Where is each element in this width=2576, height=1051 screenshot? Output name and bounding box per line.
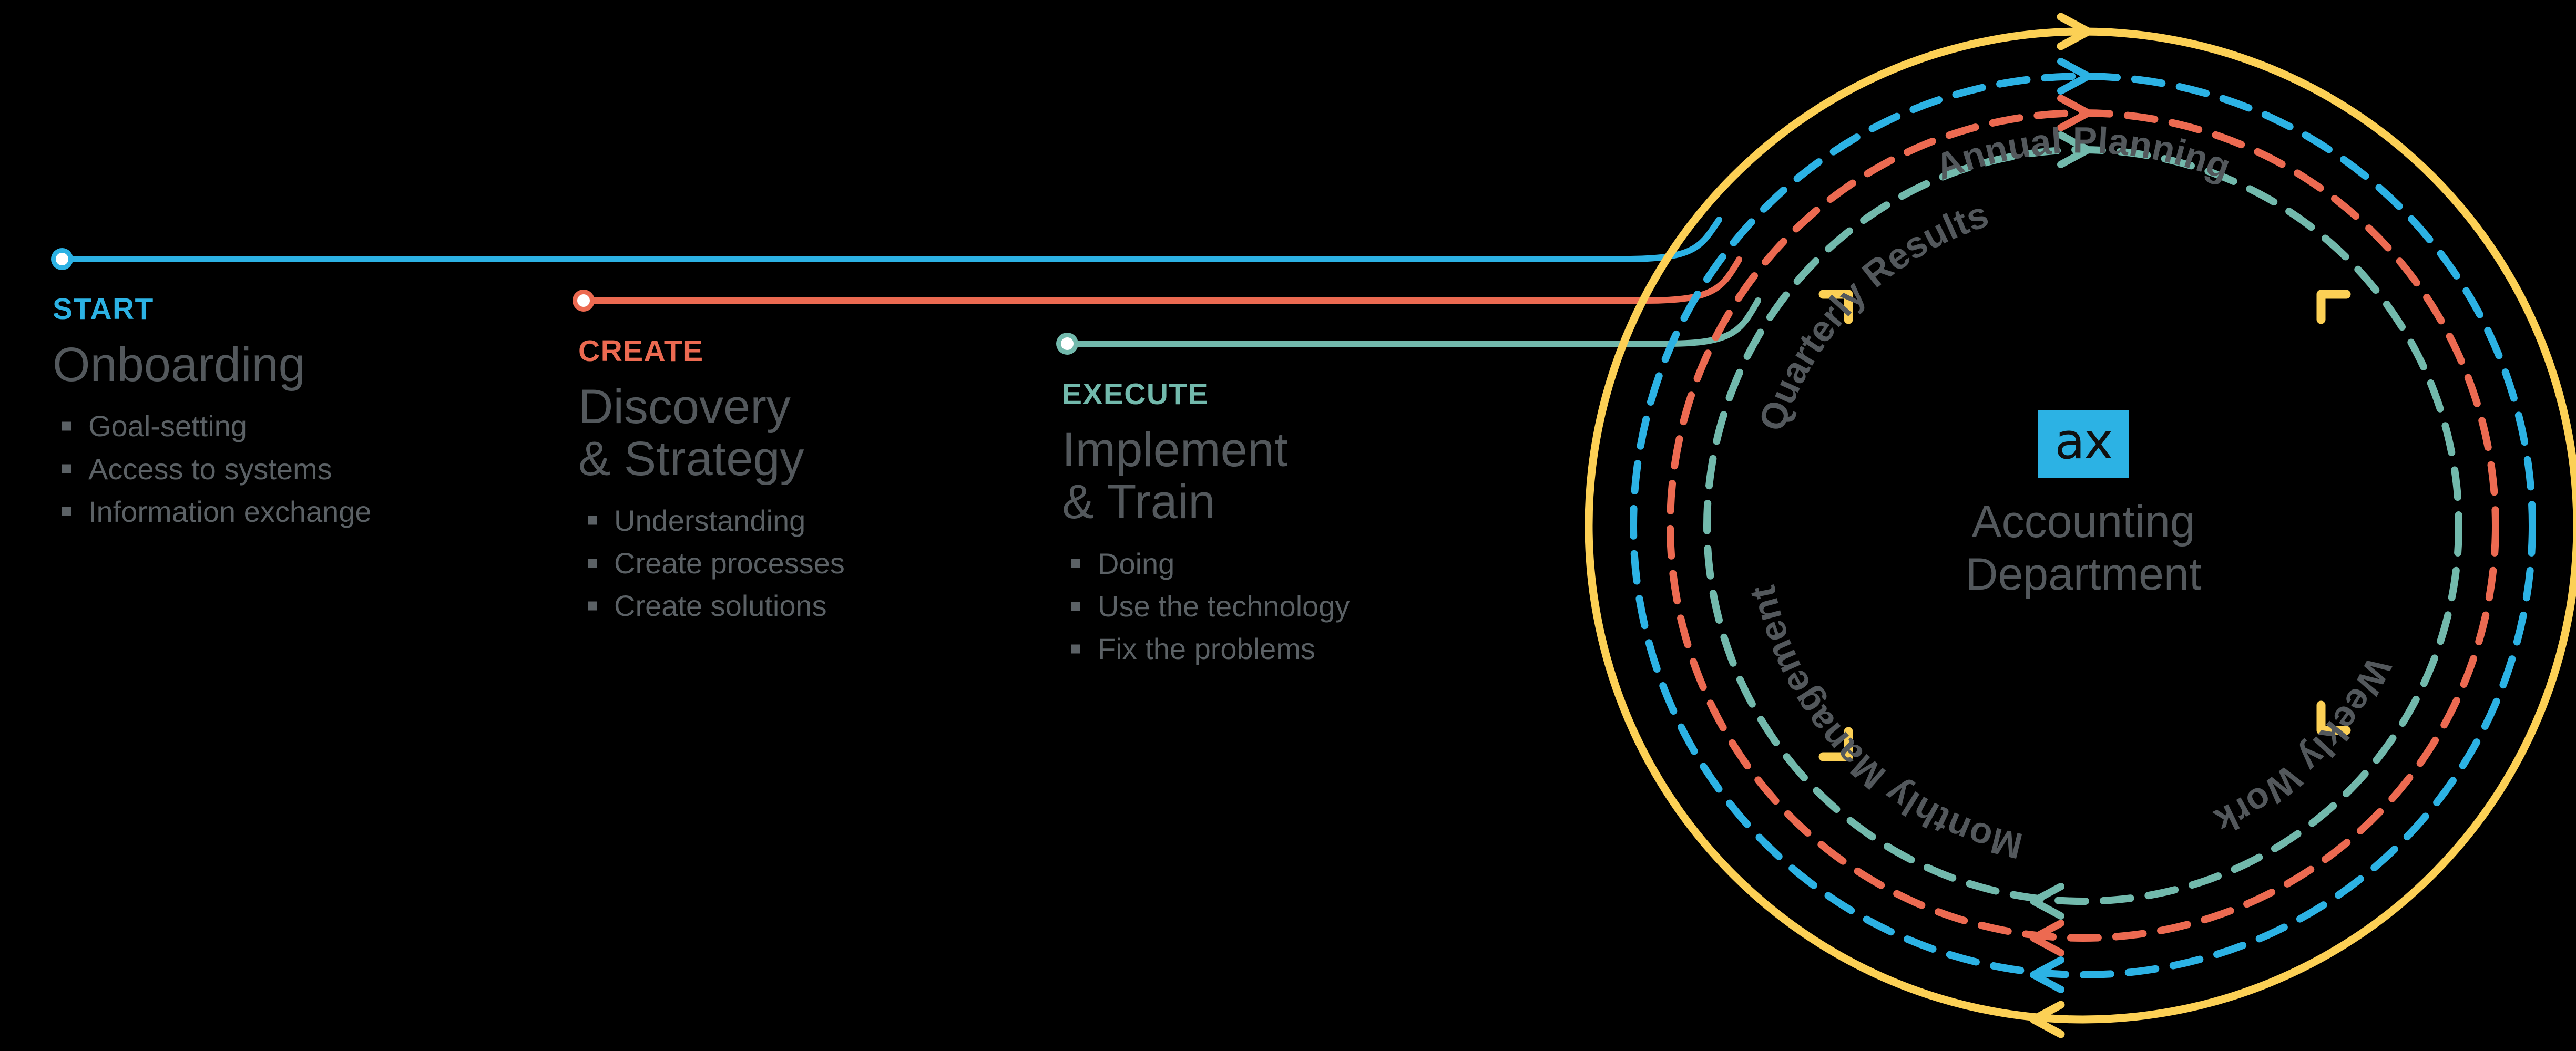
step-kicker-start: START	[53, 292, 154, 326]
corner-tick-bottom-left-icon	[1818, 727, 1853, 761]
execute-connector-dot-core	[1061, 337, 1074, 350]
teal-arrowhead-bottom	[2030, 883, 2064, 920]
corner-tick-top-right-icon	[2316, 290, 2351, 324]
blue-arrowhead-bottom	[2030, 956, 2064, 993]
bullet-text: Information exchange	[88, 494, 372, 528]
bullet-square-icon	[1071, 602, 1080, 611]
center-department-title: Accounting Department	[1965, 497, 2202, 600]
bullet-text: Create solutions	[614, 589, 827, 623]
step-headline-execute: Implement & Train	[1062, 423, 1288, 529]
red-arrowhead-top	[2057, 95, 2092, 131]
corner-tick-top-left-icon	[1818, 290, 1853, 324]
bullet-square-icon	[62, 421, 71, 431]
list-item: Create processes	[578, 542, 1104, 584]
step-kicker-execute: EXECUTE	[1062, 377, 1209, 411]
bullet-text: Doing	[1098, 547, 1175, 580]
list-item: Understanding	[578, 499, 1104, 542]
start-connector-line	[59, 217, 1722, 262]
yellow-arrowhead-bottom	[2029, 1001, 2065, 1038]
step-headline-start: Onboarding	[53, 338, 305, 391]
step-headline-create: Discovery & Strategy	[578, 380, 804, 486]
step-bullets-execute: Doing Use the technology Fix the problem…	[1062, 542, 1588, 671]
blue-arrowhead-top	[2057, 58, 2092, 95]
bullet-text: Access to systems	[88, 452, 332, 486]
list-item: Fix the problems	[1062, 627, 1588, 670]
step-column-create: CREATE Discovery & Strategy Understandin…	[578, 336, 1104, 627]
cycle-label-left: Quarterly Results	[1751, 193, 1993, 436]
bullet-square-icon	[588, 559, 597, 568]
execute-connector-line	[1064, 297, 1761, 347]
center-identity-block: ax Accounting Department	[1884, 410, 2283, 601]
connector-dots	[51, 248, 1078, 355]
list-item: Goal-setting	[53, 405, 578, 447]
bullet-square-icon	[1071, 559, 1080, 568]
bullet-square-icon	[588, 516, 597, 525]
red-arrowhead-bottom	[2030, 920, 2064, 956]
bullet-square-icon	[62, 507, 71, 516]
step-column-execute: EXECUTE Implement & Train Doing Use the …	[1062, 379, 1588, 670]
cycle-label-right: Weekly Work	[2209, 651, 2399, 842]
step-bullets-create: Understanding Create processes Create so…	[578, 499, 1104, 627]
list-item: Doing	[1062, 542, 1588, 585]
list-item: Use the technology	[1062, 585, 1588, 627]
start-connector-dot-core	[56, 253, 68, 265]
teal-arrowhead-top	[2057, 131, 2092, 168]
create-connector-dot-core	[577, 294, 590, 307]
step-kicker-create: CREATE	[578, 334, 704, 368]
bullet-square-icon	[62, 464, 71, 473]
bullet-text: Fix the problems	[1098, 632, 1315, 666]
cycle-label-bottom: Monthly Management	[1742, 582, 2027, 867]
list-item: Information exchange	[53, 490, 578, 533]
list-item: Access to systems	[53, 448, 578, 490]
blue-ring	[1630, 73, 2536, 978]
bullet-square-icon	[588, 601, 597, 611]
bullet-text: Understanding	[614, 503, 806, 537]
bullet-text: Goal-setting	[88, 409, 247, 443]
create-connector-line	[580, 256, 1742, 304]
bullet-text: Use the technology	[1098, 589, 1350, 623]
bullet-text: Create processes	[614, 546, 845, 580]
corner-tick-bottom-right-icon	[2316, 700, 2351, 735]
step-column-start: START Onboarding Goal-setting Access to …	[53, 294, 578, 533]
bullet-square-icon	[1071, 644, 1080, 654]
ring-arrowheads	[2029, 13, 2092, 1038]
connector-lines	[59, 217, 1761, 347]
corner-tick-marks	[1818, 290, 2351, 761]
ax-logo: ax	[2038, 410, 2129, 478]
step-bullets-start: Goal-setting Access to systems Informati…	[53, 405, 578, 533]
yellow-arrowhead-top	[2057, 13, 2092, 50]
list-item: Create solutions	[578, 584, 1104, 627]
